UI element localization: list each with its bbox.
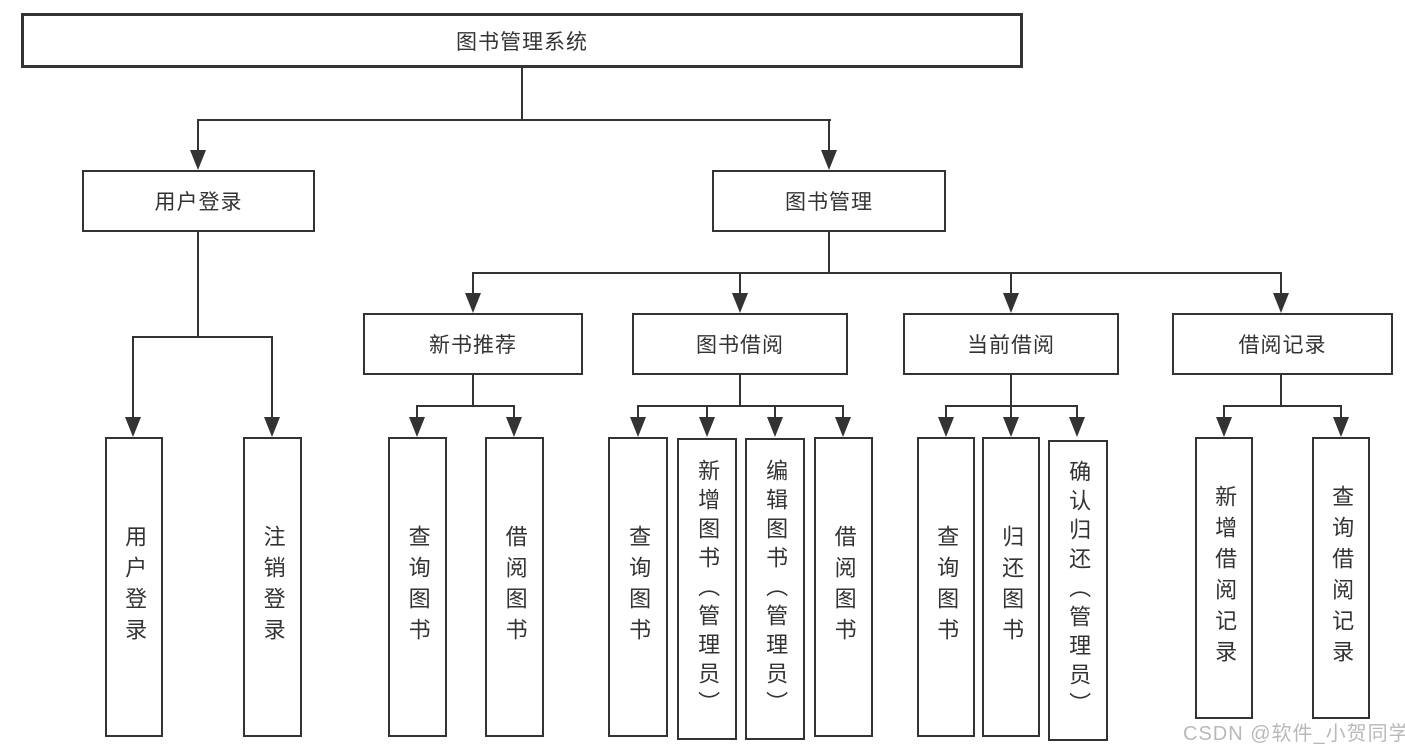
connector-line xyxy=(513,405,515,418)
connector-line xyxy=(133,336,273,338)
leaf-user-login: 用户登录 xyxy=(105,437,163,737)
arrow-down-icon xyxy=(409,417,425,437)
arrow-down-icon xyxy=(835,417,851,437)
node-borrow-records: 借阅记录 xyxy=(1172,313,1393,375)
connector-line xyxy=(842,405,844,418)
arrow-down-icon xyxy=(732,293,748,313)
node-borrow-records-label: 借阅记录 xyxy=(1238,334,1327,357)
leaf-newbooks-borrow-label: 借阅图书 xyxy=(502,525,528,649)
node-user-login: 用户登录 xyxy=(82,170,315,232)
node-user-login-label: 用户登录 xyxy=(154,191,243,214)
connector-line xyxy=(472,272,474,294)
connector-line xyxy=(1280,375,1282,407)
connector-line xyxy=(1010,272,1012,294)
leaf-borrow-search-label: 查询图书 xyxy=(626,525,652,649)
arrow-down-icon xyxy=(125,417,141,437)
connector-line xyxy=(416,405,515,407)
leaf-records-add-label: 新增借阅记录 xyxy=(1212,485,1238,671)
leaf-records-search-label: 查询借阅记录 xyxy=(1329,485,1355,671)
node-new-books-label: 新书推荐 xyxy=(429,334,517,357)
leaf-borrow-borrow-label: 借阅图书 xyxy=(831,525,857,649)
arrow-down-icon xyxy=(1003,417,1019,437)
node-book-borrow: 图书借阅 xyxy=(632,313,848,375)
node-root-label: 图书管理系统 xyxy=(456,30,588,54)
arrow-down-icon xyxy=(465,293,481,313)
node-book-borrow-label: 图书借阅 xyxy=(696,334,784,357)
leaf-logout: 注销登录 xyxy=(243,437,302,737)
connector-line xyxy=(739,272,741,294)
leaf-current-return: 归还图书 xyxy=(982,437,1040,737)
connector-line xyxy=(945,405,947,418)
leaf-logout-label: 注销登录 xyxy=(260,525,286,649)
connector-line xyxy=(1223,405,1225,418)
connector-line xyxy=(1010,405,1012,418)
arrow-down-icon xyxy=(1216,417,1232,437)
connector-line xyxy=(472,272,1282,274)
leaf-borrow-edit-admin-label: 编辑图书（管理员） xyxy=(763,458,789,720)
leaf-borrow-add-admin-label: 新增图书（管理员） xyxy=(695,458,721,720)
leaf-newbooks-search: 查询图书 xyxy=(388,437,447,737)
leaf-records-add: 新增借阅记录 xyxy=(1195,437,1253,719)
connector-line xyxy=(1280,272,1282,294)
arrow-down-icon xyxy=(1069,417,1085,437)
connector-line xyxy=(1340,405,1342,418)
node-book-mgmt: 图书管理 xyxy=(712,170,946,232)
node-root-library-system: 图书管理系统 xyxy=(21,13,1023,68)
leaf-current-confirm-admin-label: 确认归还（管理员） xyxy=(1066,460,1092,721)
node-new-books: 新书推荐 xyxy=(363,313,583,375)
arrow-down-icon xyxy=(506,417,522,437)
connector-line xyxy=(521,67,523,120)
connector-line xyxy=(739,375,741,407)
connector-line xyxy=(774,405,776,418)
arrow-down-icon xyxy=(190,150,206,170)
node-current-borrow: 当前借阅 xyxy=(903,313,1119,375)
node-current-borrow-label: 当前借阅 xyxy=(967,334,1055,357)
arrow-down-icon xyxy=(1273,293,1289,313)
leaf-borrow-add-admin: 新增图书（管理员） xyxy=(677,438,737,740)
connector-line xyxy=(416,405,418,418)
csdn-watermark: CSDN @软件_小贺同学 xyxy=(1183,723,1405,745)
connector-line xyxy=(637,405,639,418)
connector-line xyxy=(828,119,830,151)
arrow-down-icon xyxy=(1333,417,1349,437)
connector-line xyxy=(271,336,273,418)
arrow-down-icon xyxy=(1003,293,1019,313)
leaf-borrow-edit-admin: 编辑图书（管理员） xyxy=(745,438,805,740)
arrow-down-icon xyxy=(938,417,954,437)
arrow-down-icon xyxy=(699,417,715,437)
connector-line xyxy=(706,405,708,418)
arrow-down-icon xyxy=(821,150,837,170)
connector-line xyxy=(828,232,830,274)
leaf-current-confirm-admin: 确认归还（管理员） xyxy=(1048,440,1108,741)
leaf-current-return-label: 归还图书 xyxy=(999,525,1025,649)
connector-line xyxy=(1010,375,1012,407)
node-book-mgmt-label: 图书管理 xyxy=(785,191,873,214)
connector-line xyxy=(197,119,199,151)
connector-line xyxy=(1076,405,1078,418)
leaf-newbooks-borrow: 借阅图书 xyxy=(485,437,544,737)
leaf-newbooks-search-label: 查询图书 xyxy=(405,525,431,649)
connector-line xyxy=(132,336,134,418)
leaf-current-search: 查询图书 xyxy=(917,437,975,737)
leaf-current-search-label: 查询图书 xyxy=(934,525,960,649)
leaf-borrow-search: 查询图书 xyxy=(608,437,668,737)
leaf-borrow-borrow: 借阅图书 xyxy=(814,437,873,737)
arrow-down-icon xyxy=(630,417,646,437)
connector-line xyxy=(198,119,831,121)
connector-line xyxy=(637,405,844,407)
connector-line xyxy=(472,375,474,407)
connector-line xyxy=(1223,405,1341,407)
connector-line xyxy=(197,232,199,338)
leaf-records-search: 查询借阅记录 xyxy=(1312,437,1370,719)
leaf-user-login-label: 用户登录 xyxy=(122,525,148,649)
arrow-down-icon xyxy=(264,417,280,437)
arrow-down-icon xyxy=(767,417,783,437)
